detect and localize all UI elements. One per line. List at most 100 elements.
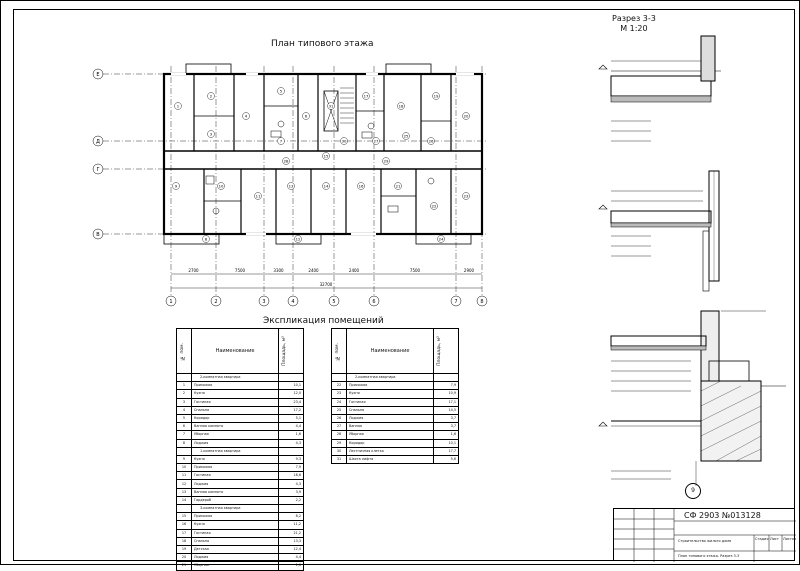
room-marker (394, 182, 402, 190)
room-name: Прихожая (191, 512, 279, 522)
room-area: 4,3 (278, 479, 304, 489)
table-row: 3-комнатная квартира (176, 503, 304, 514)
room-number: 22 (331, 381, 347, 391)
room-marker (362, 92, 370, 100)
col-axis-label: 2 (214, 299, 217, 305)
col-header-name: Наименование (346, 328, 434, 374)
room-name: Детская (191, 544, 279, 555)
row-axis-bubble (92, 68, 104, 80)
room-number: 5 (176, 413, 192, 424)
room-marker-label: 28 (284, 159, 289, 164)
room-name: Лоджия (191, 438, 279, 448)
col-axis-bubble (165, 295, 177, 307)
apartment-group-header: 2-комнатная квартира (346, 372, 434, 383)
room-name: Кухня (346, 389, 434, 399)
table-row: 1-комнатная квартира (176, 446, 304, 456)
room-marker (427, 137, 435, 145)
room-marker-label: 31 (329, 104, 334, 109)
room-name: Гостиная (346, 397, 434, 407)
room-number: 30 (331, 446, 347, 456)
room-area: 8,2 (278, 512, 304, 522)
room-marker-label: 30 (342, 139, 347, 144)
room-number: 14 (176, 495, 192, 506)
room-area: 10,1 (433, 438, 459, 448)
room-area: 10,1 (278, 381, 304, 391)
room-number: 20 (176, 553, 192, 563)
room-marker (207, 130, 215, 138)
room-marker (174, 102, 182, 110)
room-marker (432, 92, 440, 100)
room-name: Прихожая (346, 381, 434, 391)
room-marker-label: 8 (205, 237, 208, 242)
col-axis-label: 5 (332, 299, 335, 305)
room-area: 10,9 (433, 389, 459, 399)
room-marker-label: 7 (280, 139, 283, 144)
room-marker (430, 202, 438, 210)
room-marker-label: 11 (256, 194, 261, 199)
room-number: 12 (176, 479, 192, 489)
room-marker-label: 12 (296, 237, 301, 242)
room-area: 4,4 (278, 422, 304, 432)
room-number: 4 (176, 405, 192, 415)
room-area: 5,6 (433, 454, 459, 465)
room-marker-label: 25 (404, 134, 409, 139)
col-axis-bubble (450, 295, 462, 307)
room-name: Прихожая (191, 381, 279, 391)
room-number (331, 372, 347, 383)
room-number: 10 (176, 463, 192, 473)
room-number: 19 (176, 544, 192, 555)
room-area: 21,2 (278, 528, 304, 538)
room-spec-table-left: № пом. Наименование Площадь, м² 2-комнат… (176, 328, 304, 571)
room-marker-label: 9 (175, 184, 178, 189)
row-axis-label: В (96, 232, 100, 238)
room-name: Гостиная (191, 397, 279, 407)
room-marker (302, 112, 310, 120)
stamp-line-1: Строительство жилого дома (678, 539, 732, 543)
room-area (433, 372, 459, 383)
axis-dimension: 2400 (308, 268, 319, 273)
room-name: Шахта лифта (346, 454, 434, 465)
col-axis-bubble (210, 295, 222, 307)
room-area: 1,6 (433, 430, 459, 440)
room-marker (217, 182, 225, 190)
room-area: 2,2 (278, 495, 304, 506)
room-area: 9,3 (278, 454, 304, 465)
room-name: Ванная комната (191, 487, 279, 497)
room-name: Гардероб (191, 495, 279, 506)
col-header-num: № пом. (180, 342, 185, 360)
room-marker-label: 27 (374, 139, 379, 144)
room-marker-label: 21 (396, 184, 401, 189)
room-marker (277, 87, 285, 95)
section-scale: М 1:20 (620, 24, 648, 33)
room-number: 29 (331, 438, 347, 448)
room-area: 18,6 (278, 471, 304, 481)
room-marker (242, 112, 250, 120)
room-marker (397, 102, 405, 110)
room-area: 12,0 (278, 389, 304, 399)
col-header-name: Наименование (191, 328, 279, 374)
axis-dimension: 2400 (349, 268, 360, 273)
room-name: Кухня (191, 454, 279, 465)
col-axis-label: 1 (169, 299, 172, 305)
room-name: Кухня (191, 389, 279, 399)
room-number: 17 (176, 528, 192, 538)
room-number: 21 (176, 561, 192, 571)
col-axis-label: 7 (454, 299, 457, 305)
col-axis-bubble (287, 295, 299, 307)
room-number: 16 (176, 520, 192, 530)
col-header-num: № пом. (335, 342, 340, 360)
room-name: Уборная (346, 430, 434, 440)
col-axis-label: 4 (291, 299, 294, 305)
